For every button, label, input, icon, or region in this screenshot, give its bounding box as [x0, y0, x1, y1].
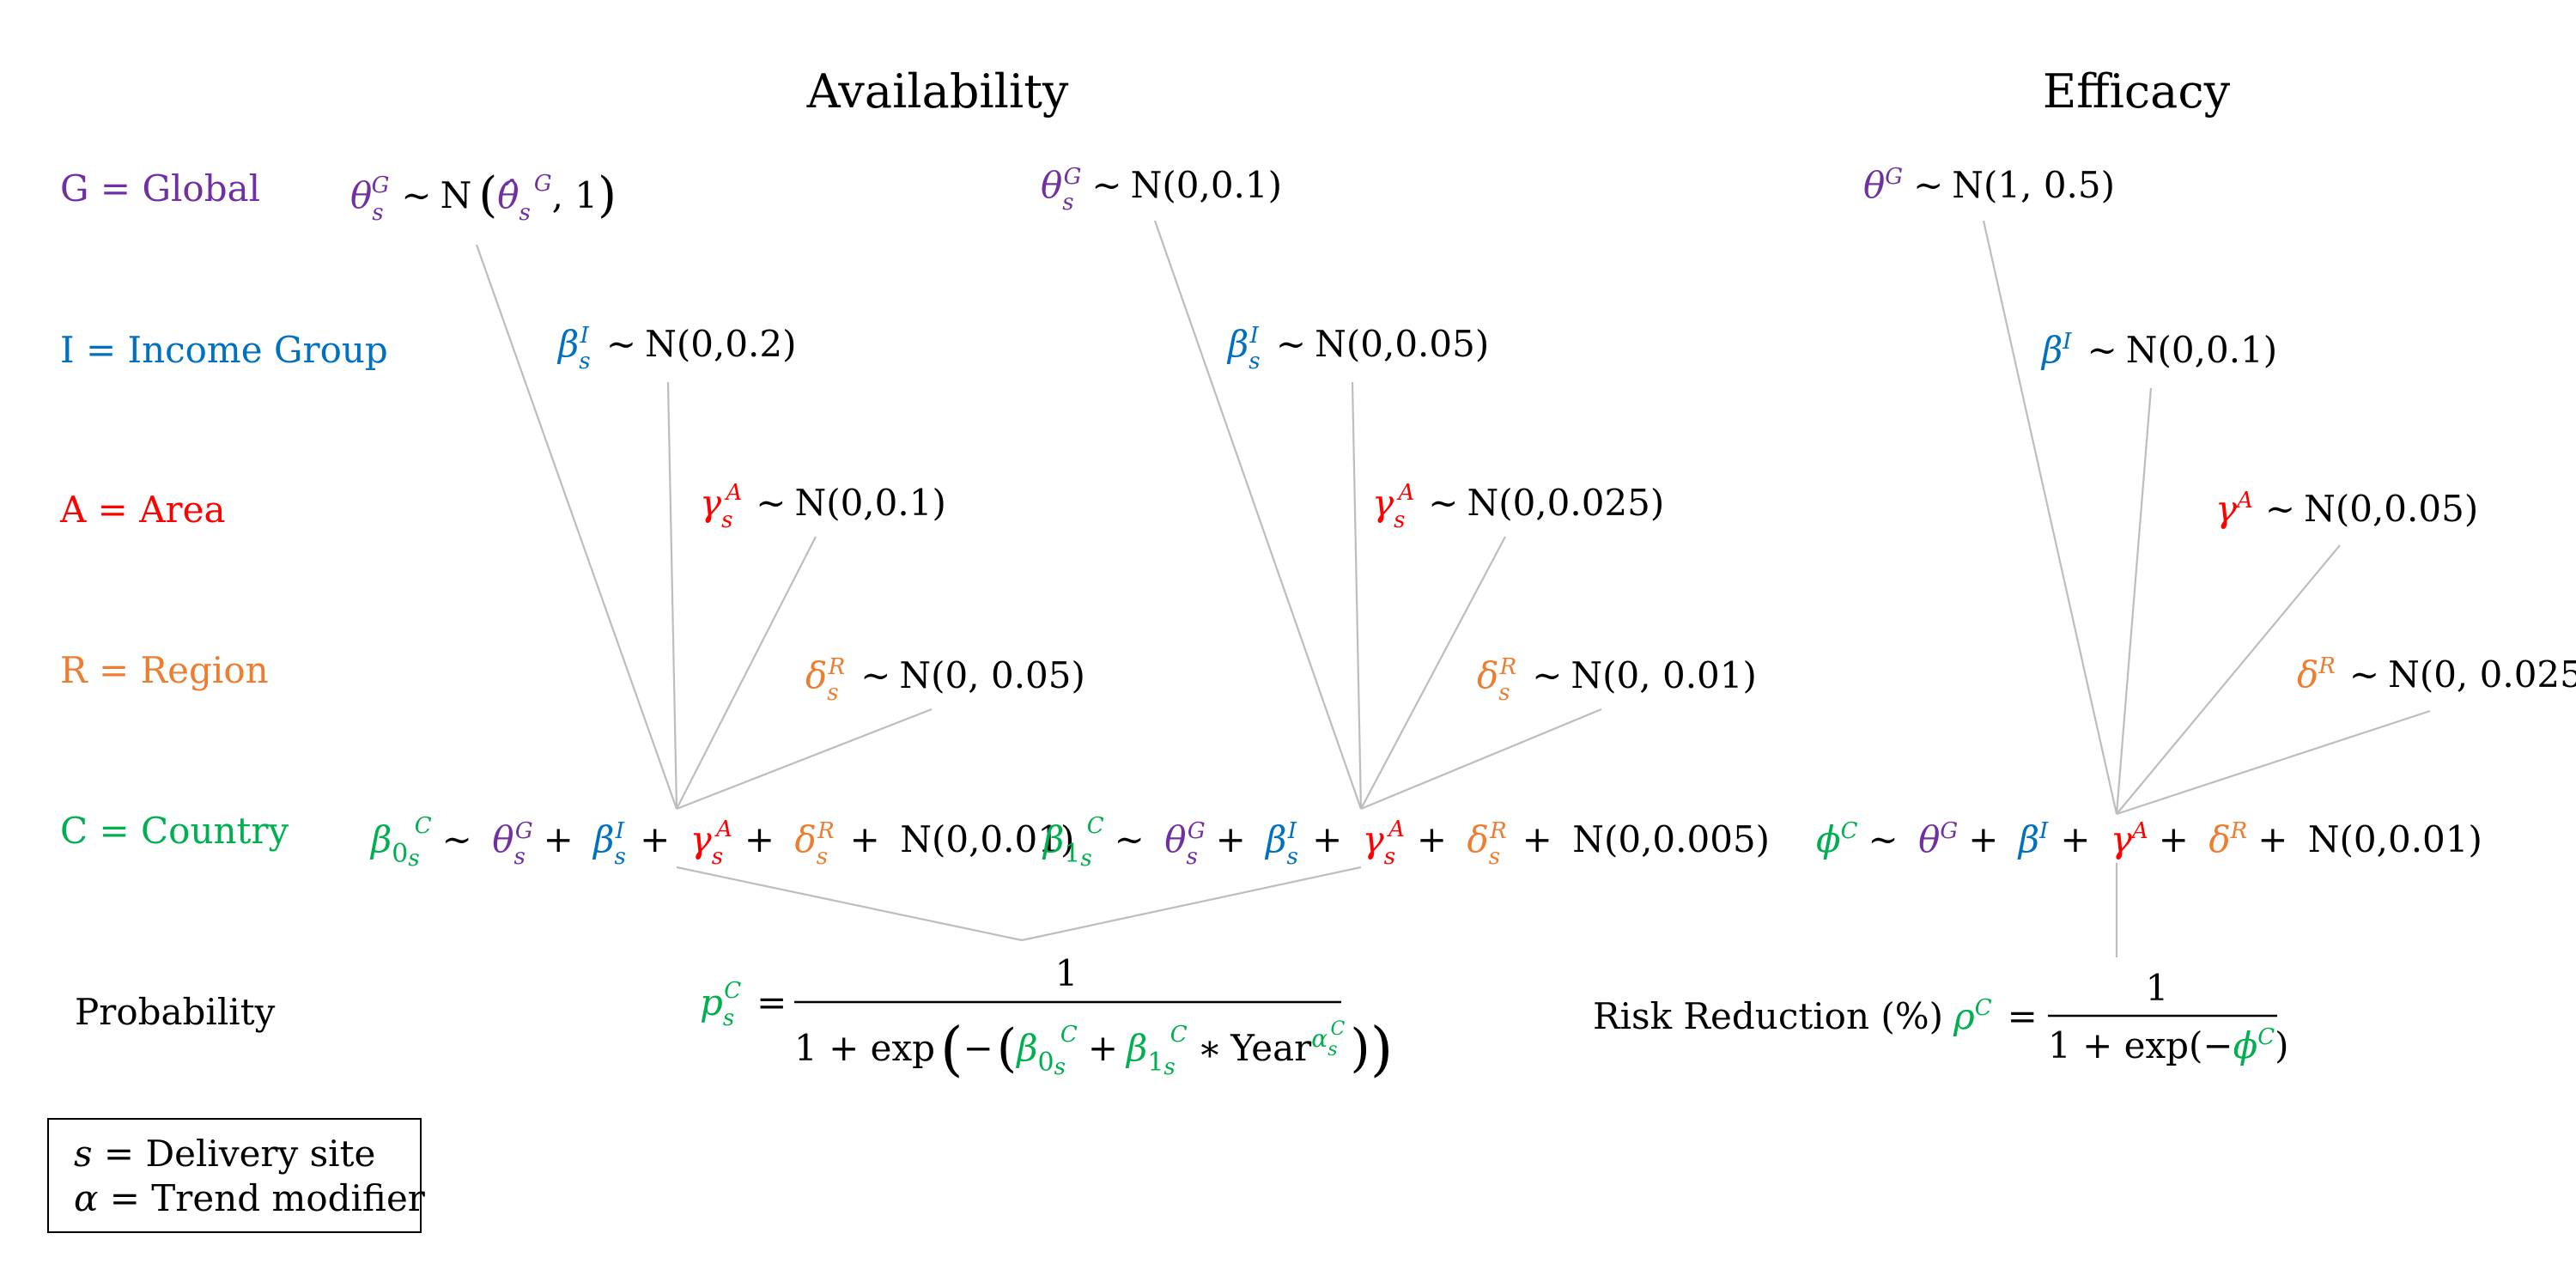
eq-avail-slope-country: β1sC∼ θsG+ βsI+ γsA+ δsR+ N(0,0.005) — [1042, 813, 1770, 872]
probability-numerator: 1 — [1055, 952, 1078, 994]
row-label-probability: Probability — [75, 991, 276, 1033]
eq-avail-slope-region: δsR∼N(0, 0.01) — [1477, 654, 1757, 706]
eq-avail-intercept-income: βsI∼N(0,0.2) — [556, 323, 797, 374]
connector-avail-slope-income — [1351, 381, 1363, 810]
connector-avail-slope-area — [1360, 536, 1506, 810]
connector-avail-slope-to-prob — [1021, 866, 1362, 942]
level-label-income: I = Income Group — [60, 329, 388, 371]
eq-avail-slope-income: βsI∼N(0,0.05) — [1226, 323, 1489, 374]
risk-numerator: 1 — [2146, 967, 2169, 1009]
connector-eff-income — [2115, 387, 2153, 815]
eq-eff-country: ϕC∼ θG+ βI+ γA+ δR+ N(0,0.01) — [1816, 818, 2482, 860]
legend-box: s = Delivery site α = Trend modifier — [47, 1118, 426, 1233]
level-label-global: G = Global — [60, 167, 260, 210]
eq-avail-intercept-region: δsR∼N(0, 0.05) — [805, 654, 1085, 706]
eq-avail-intercept-country: β0sC∼ θsG+ βsI+ γsA+ δsR+ N(0,0.01) — [369, 813, 1074, 872]
connector-avail-intercept-global — [475, 244, 678, 810]
risk-denominator: 1 + exp(−ϕC) — [2048, 1024, 2289, 1066]
connector-avail-intercept-income — [666, 381, 678, 810]
eq-avail-intercept-area: γsA∼N(0,0.1) — [700, 480, 946, 533]
header-availability: Availability — [806, 64, 1069, 118]
eq-eff-income: βI∼N(0,0.1) — [2040, 329, 2277, 371]
level-label-area: A = Area — [59, 489, 226, 531]
legend-site: s = Delivery site — [74, 1133, 375, 1175]
header-efficacy: Efficacy — [2043, 64, 2231, 118]
connector-avail-intercept-area — [676, 536, 817, 810]
eq-eff-area: γA∼N(0,0.05) — [2215, 488, 2478, 530]
svg-text:psC=: psC= — [700, 978, 787, 1031]
connector-lines — [475, 220, 2431, 957]
probability-denominator: 1 + exp(−(β0sC+β1sC∗YearαsC)) — [794, 1016, 1393, 1084]
level-label-region: R = Region — [60, 649, 269, 691]
connector-avail-intercept-region — [676, 708, 933, 811]
legend-alpha: α = Trend modifier — [74, 1177, 426, 1219]
svg-text:ρC=: ρC= — [1953, 995, 2038, 1037]
eq-avail-slope-global: θsG∼N(0,0.1) — [1041, 164, 1282, 216]
risk-reduction-formula: ρC= 1 1 + exp(−ϕC) — [1953, 967, 2289, 1066]
eq-avail-slope-area: γsA∼N(0,0.025) — [1372, 480, 1664, 533]
eq-eff-global: θG∼N(1, 0.5) — [1863, 164, 2115, 206]
probability-formula: psC= 1 1 + exp(−(β0sC+β1sC∗YearαsC)) — [700, 952, 1393, 1084]
eq-eff-region: δR∼N(0, 0.025) — [2297, 653, 2576, 696]
row-label-risk-reduction: Risk Reduction (%) — [1593, 995, 1943, 1037]
connector-eff-area — [2116, 544, 2341, 815]
connector-avail-slope-global — [1153, 220, 1363, 810]
level-label-country: C = Country — [60, 810, 289, 852]
connector-avail-intercept-to-prob — [676, 866, 1023, 942]
connector-eff-global — [1982, 220, 2118, 815]
connector-eff-region — [2116, 709, 2431, 816]
connector-avail-slope-region — [1360, 708, 1602, 811]
eq-avail-intercept-global: θsG∼N(θ̂sG, 1) — [350, 167, 617, 226]
